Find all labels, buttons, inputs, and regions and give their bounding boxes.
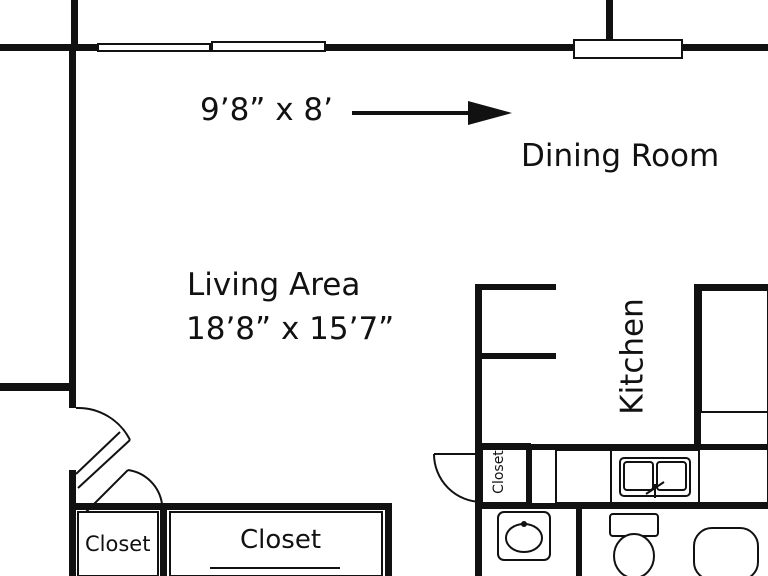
counter-cell [555, 449, 612, 504]
kitchen-shelf-top [482, 284, 556, 290]
sink-icon [497, 511, 551, 561]
door-swing-icon [433, 453, 483, 503]
wall-top [0, 44, 768, 51]
small-closet-wall [526, 444, 532, 503]
wall-top-right-stub [606, 0, 613, 48]
bath-divider [576, 509, 582, 576]
living-area-dimension: 18’8” x 15’7” [186, 311, 395, 347]
closet-inner-left [77, 511, 159, 576]
kitchen-wall-left [475, 284, 482, 576]
closet-left-label: Closet [85, 532, 151, 556]
toilet-icon [609, 513, 659, 576]
closet-right-wall [385, 503, 392, 576]
kitchen-wall-right-vert [694, 284, 701, 446]
kitchen-counter-right [700, 289, 768, 413]
arrow-right-icon [352, 101, 512, 125]
wall-left-spur [0, 383, 76, 391]
kitchen-shelf-bottom [482, 353, 556, 359]
kitchen-counter-bottom [475, 503, 768, 509]
dining-room-label: Dining Room [521, 138, 720, 174]
window-icon [97, 39, 683, 59]
closet-small-label: Closet [491, 450, 507, 494]
wall-left-lower [69, 470, 76, 576]
bathtub-icon [693, 527, 759, 576]
wall-left [69, 51, 76, 408]
closet-center-label: Closet [240, 525, 322, 555]
living-area-label: Living Area [187, 267, 361, 303]
kitchen-label: Kitchen [614, 298, 651, 415]
door-swing-icon [75, 406, 163, 513]
closet-divider [160, 503, 167, 576]
closet-inner-center [169, 511, 383, 576]
kitchen-wall-right [694, 284, 768, 290]
counter-right-cell [698, 411, 768, 504]
wall-top-left-stub [71, 0, 78, 48]
dining-dimension: 9’8” x 8’ [200, 92, 333, 128]
kitchen-counter-top [482, 444, 768, 450]
closet-top-wall [76, 503, 392, 510]
sink-icon [619, 457, 691, 498]
